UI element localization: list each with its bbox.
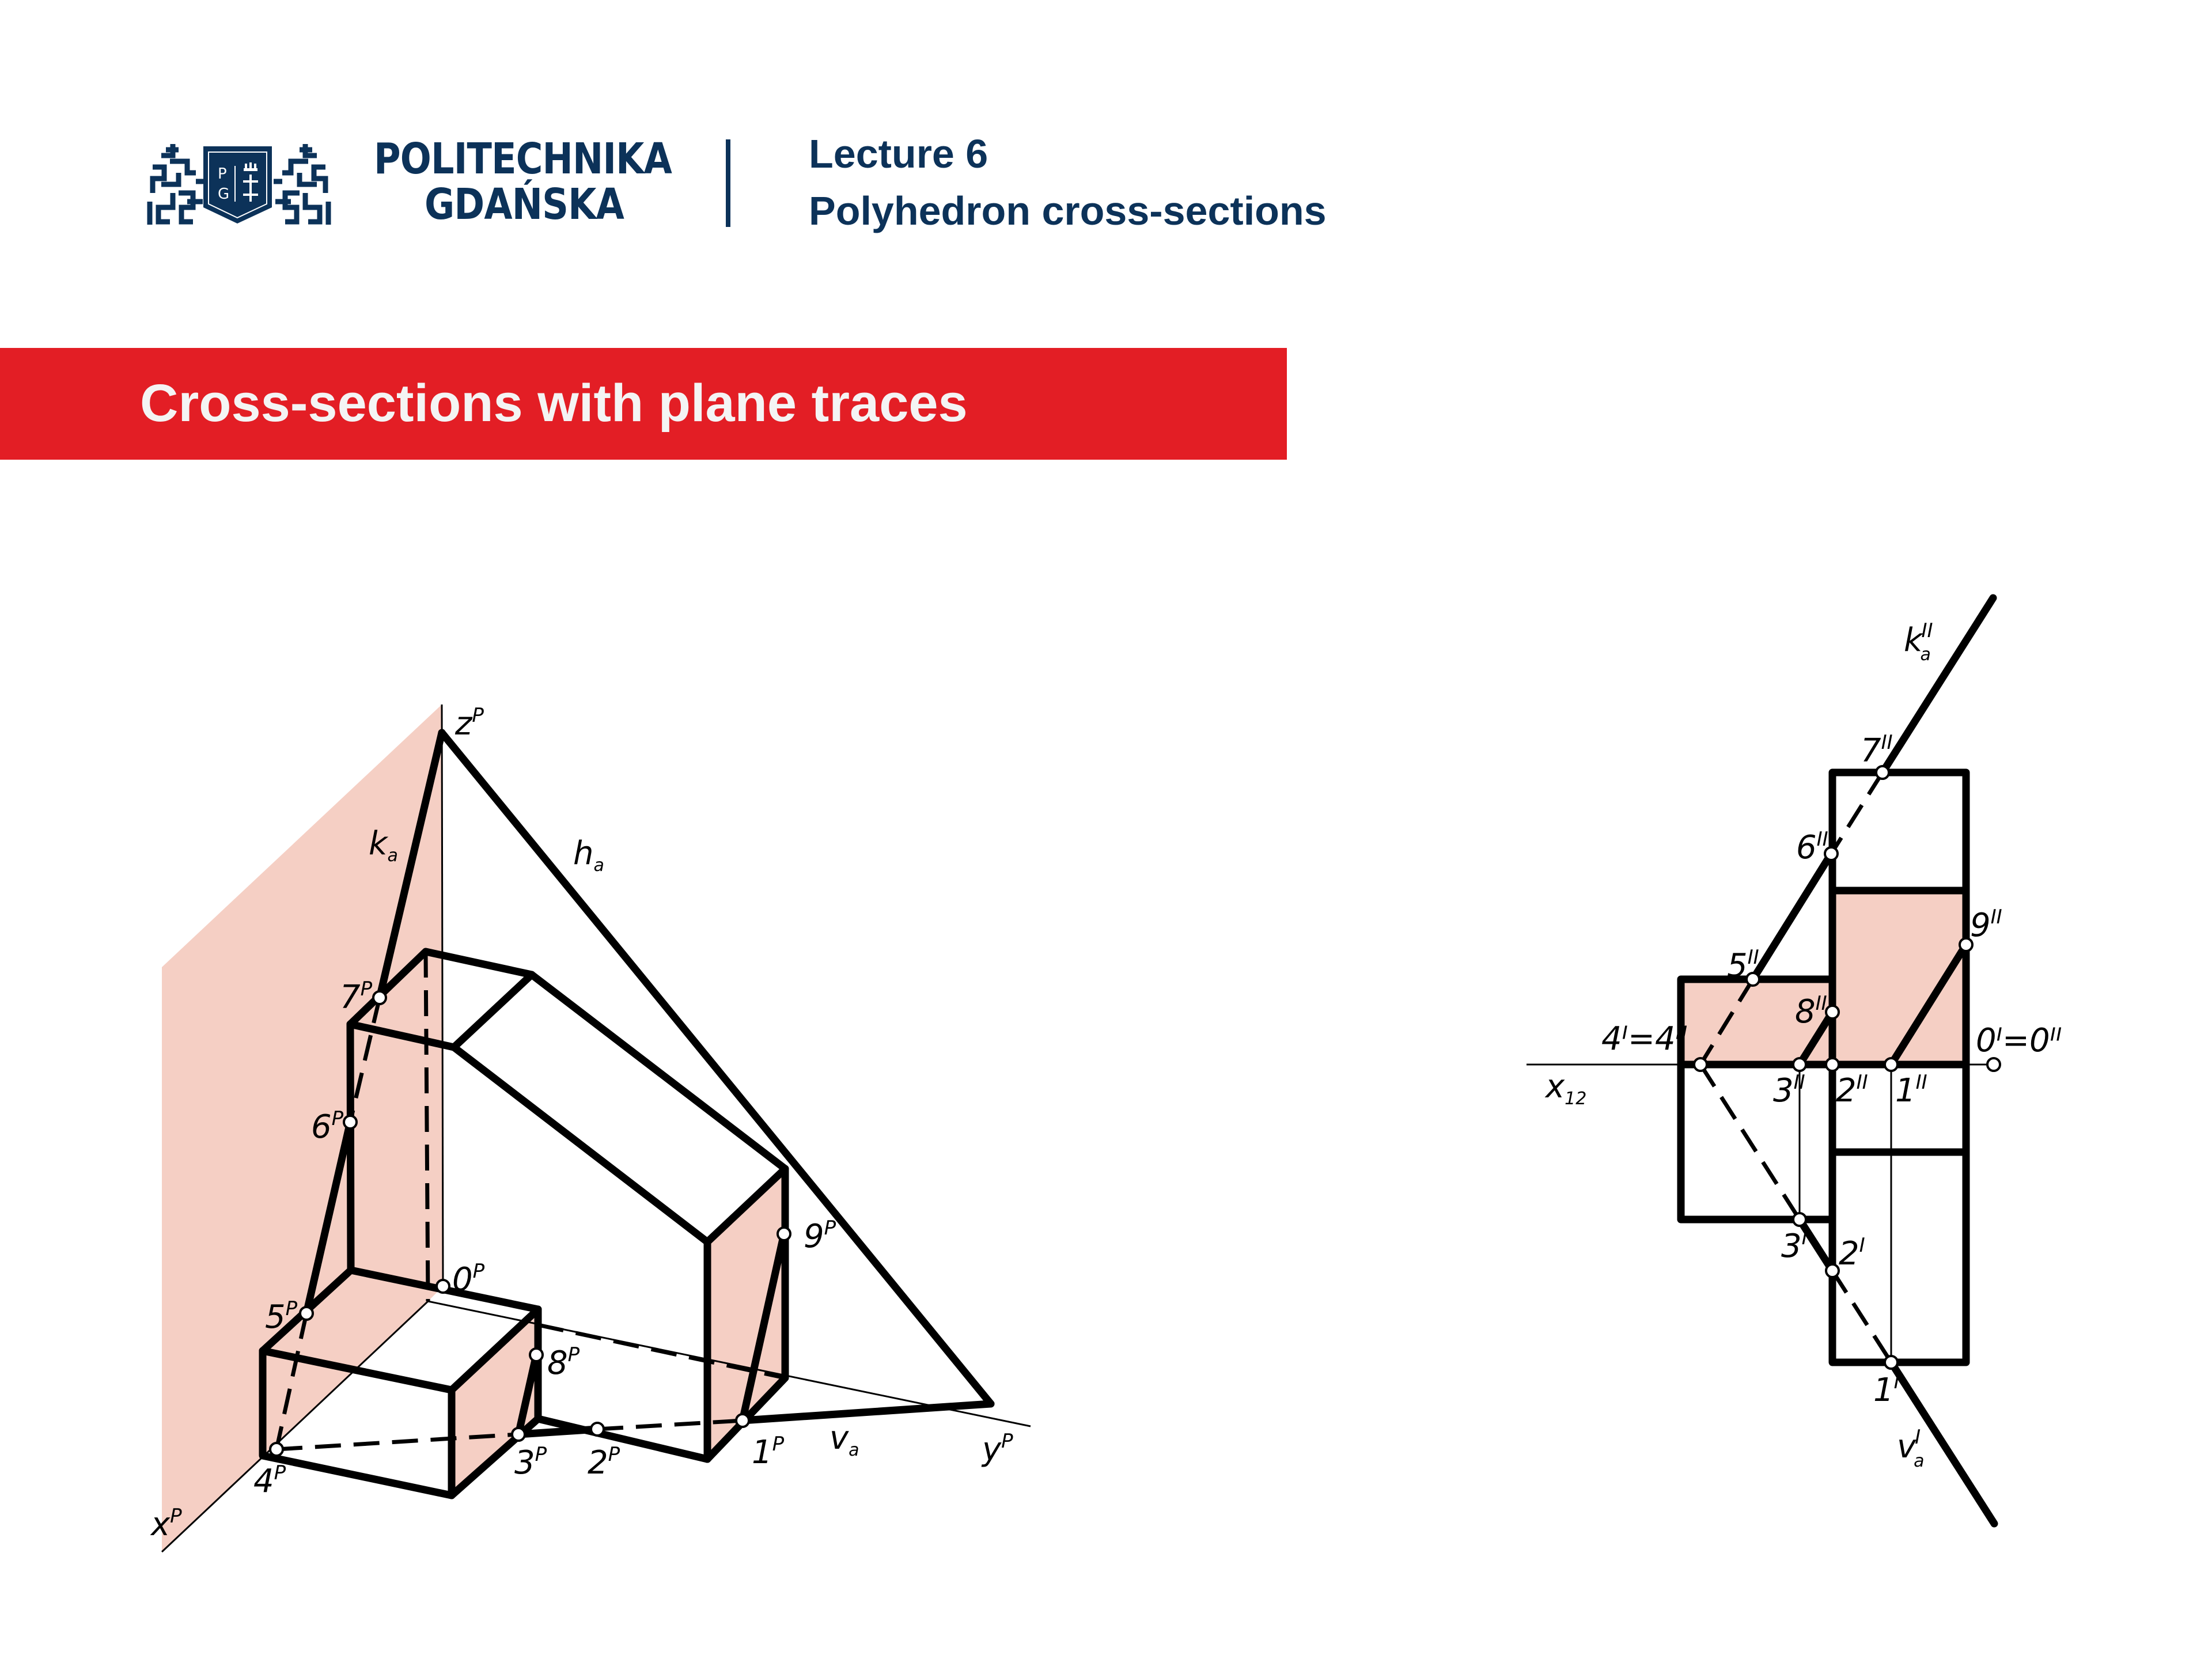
x-axis — [161, 1300, 429, 1553]
point-9-front — [1959, 937, 1974, 952]
label-1: 1P — [752, 1433, 785, 1471]
brand-name-line2: GDAŃSKA — [425, 180, 624, 229]
label-6-front: 6II — [1796, 828, 1828, 866]
trace-v1-mid — [1796, 1215, 1836, 1275]
university-crest-logo: P G — [147, 144, 331, 225]
label-2-front: 2II — [1836, 1071, 1868, 1109]
label-7: 7P — [340, 978, 373, 1016]
trace-v-right — [738, 1400, 995, 1425]
point-6 — [343, 1115, 358, 1130]
trace-h — [438, 729, 995, 1408]
label-3-top: 3I — [1781, 1226, 1808, 1265]
point-6-front — [1824, 846, 1839, 861]
trace-v1-bottom — [1887, 1358, 1998, 1528]
point-5 — [299, 1306, 314, 1321]
trace-k-dashed-5-4 — [274, 1313, 309, 1450]
point-2 — [590, 1422, 605, 1437]
label-3-front: 3II — [1773, 1071, 1805, 1109]
svg-text:G: G — [218, 185, 229, 203]
point-1 — [735, 1413, 750, 1428]
label-4: 4P — [253, 1461, 286, 1500]
label-9-front: 9II — [1970, 906, 2002, 944]
label-x12: x12 — [1544, 1068, 1586, 1109]
point-3-front — [1792, 1057, 1807, 1072]
label-y: yP — [981, 1430, 1013, 1468]
wall-plane-fill — [162, 704, 443, 1552]
label-0: 0P — [452, 1260, 485, 1298]
point-4-ortho — [1693, 1057, 1708, 1072]
axonometric-view: zP ka ha 7P 6P 5P 0P 8P 9P 4P 3P 2P 1P v… — [150, 704, 1031, 1553]
svg-text:P: P — [218, 165, 227, 183]
brand-name-line1: POLITECHNIKA — [374, 134, 672, 184]
point-9 — [777, 1226, 791, 1241]
point-8 — [529, 1347, 544, 1362]
trace-v-dashed-4-3 — [276, 1432, 519, 1452]
point-5-front — [1745, 972, 1760, 987]
hidden-bottom-edge — [537, 1323, 786, 1380]
trace-v-dashed-2-1 — [597, 1418, 743, 1431]
point-3 — [511, 1427, 526, 1442]
label-5: 5P — [265, 1297, 298, 1336]
label-v-trace: va — [830, 1419, 859, 1460]
label-2: 2P — [588, 1443, 620, 1482]
lecture-number: Lecture 6 — [809, 131, 988, 176]
label-8: 8P — [547, 1343, 580, 1382]
point-0-ortho — [1986, 1057, 2001, 1072]
header-separator — [726, 139, 730, 227]
point-7-front — [1875, 765, 1890, 780]
point-4 — [269, 1442, 284, 1457]
trace-k-top — [376, 729, 446, 1002]
point-1-top — [1884, 1355, 1899, 1370]
label-h-trace: ha — [573, 835, 604, 876]
label-7-front: 7II — [1861, 731, 1893, 770]
label-0-coincident: 0ᴵ=0ᴵᴵ — [1976, 1022, 2062, 1059]
lecture-title: Polyhedron cross-sections — [809, 188, 1327, 233]
trace-v-mid — [514, 1425, 601, 1438]
z-axis — [441, 704, 444, 1287]
label-1-top: 1I — [1873, 1370, 1900, 1409]
label-4-coincident: 4ᴵ=4ᴵᴵ — [1601, 1020, 1687, 1058]
label-x: xP — [150, 1505, 182, 1543]
point-8-front — [1825, 1005, 1840, 1020]
label-9: 9P — [804, 1217, 836, 1255]
label-8-front: 8II — [1795, 992, 1827, 1031]
prism-end-section-fill — [707, 1169, 785, 1459]
label-1-front: 1II — [1895, 1071, 1927, 1109]
trace-k-mid — [302, 1118, 354, 1317]
point-1-front — [1884, 1057, 1899, 1072]
trace-k2-mid — [1749, 850, 1835, 983]
label-6: 6P — [311, 1107, 344, 1146]
trace-k2-top — [1878, 594, 1997, 777]
point-2-top — [1825, 1263, 1840, 1278]
label-2-top: 2I — [1839, 1234, 1865, 1272]
label-k-trace: ka — [369, 825, 398, 866]
point-7 — [372, 990, 387, 1005]
point-2-front — [1825, 1057, 1840, 1072]
trace-k-dashed-7-6 — [348, 997, 382, 1123]
label-3: 3P — [514, 1443, 547, 1482]
point-0 — [435, 1279, 450, 1294]
label-5-front: 5II — [1727, 946, 1759, 984]
section-banner — [0, 348, 1287, 460]
point-3-top — [1792, 1212, 1807, 1227]
section-title: Cross-sections with plane traces — [140, 374, 968, 433]
label-z: zP — [454, 704, 484, 743]
box-side-section-fill — [452, 1309, 538, 1495]
hidden-column-edge — [423, 951, 430, 1302]
